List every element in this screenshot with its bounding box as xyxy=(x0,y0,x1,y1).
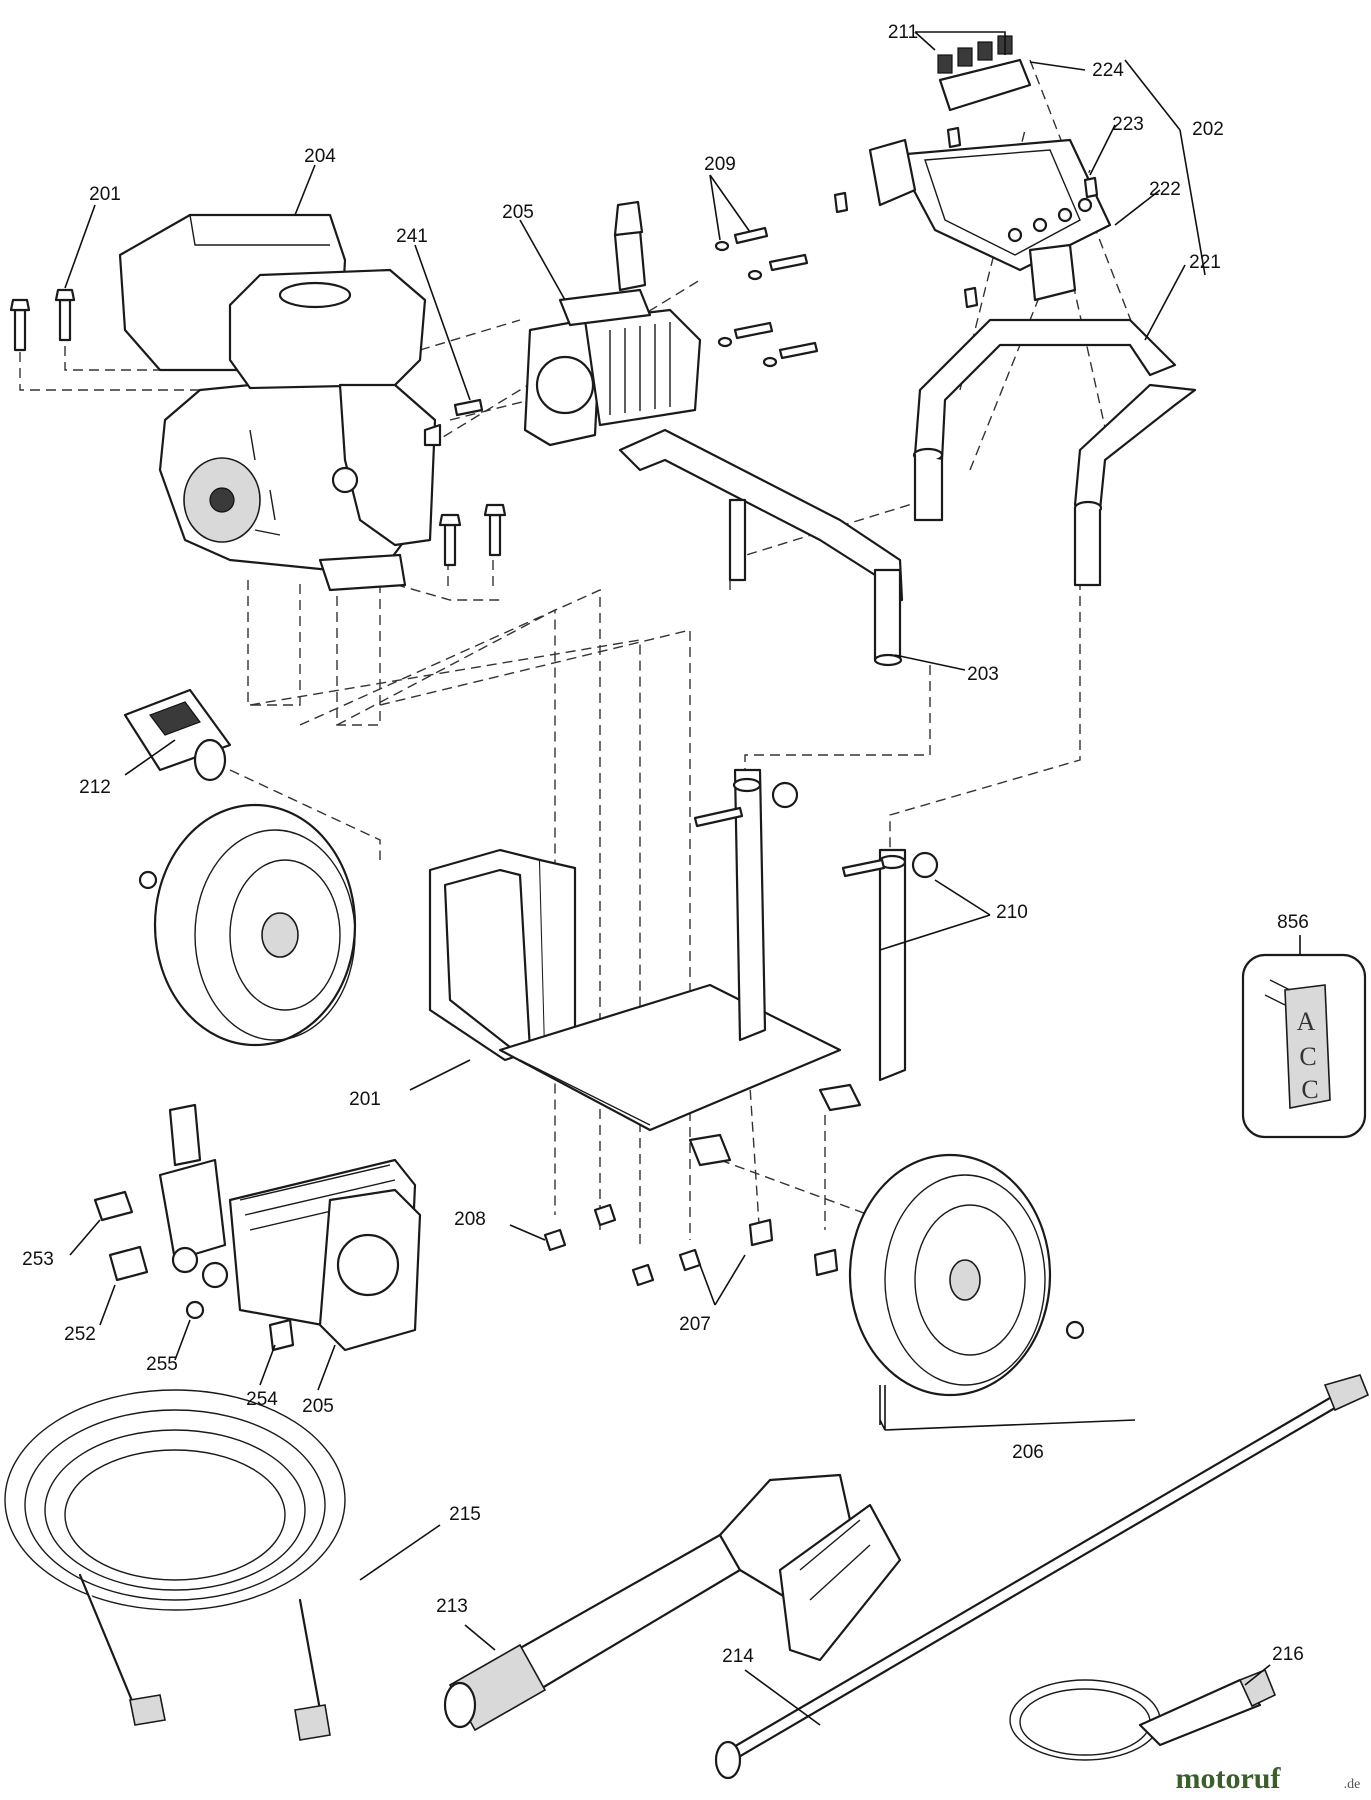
callout-253: 253 xyxy=(22,1249,54,1270)
callout-214: 214 xyxy=(722,1646,754,1667)
watermark-logo: motoruf .de xyxy=(1176,1762,1361,1795)
callout-207: 207 xyxy=(679,1314,711,1335)
callout-221: 221 xyxy=(1189,252,1221,273)
callout-204: 204 xyxy=(304,146,336,167)
panel-screws xyxy=(833,126,1099,309)
tag-letter-1: A xyxy=(1297,1007,1316,1036)
callout-252: 252 xyxy=(64,1324,96,1345)
callout-223: 223 xyxy=(1112,114,1144,135)
callout-215: 215 xyxy=(449,1504,481,1525)
wheel-right xyxy=(848,1153,1085,1397)
frame-bolts xyxy=(693,781,939,879)
callout-222: 222 xyxy=(1149,179,1181,200)
callout-216: 216 xyxy=(1272,1644,1304,1665)
tag-letter-3: C xyxy=(1301,1075,1318,1104)
callout-241: 241 xyxy=(396,226,428,247)
callout-202: 202 xyxy=(1192,119,1224,140)
engine-bolts xyxy=(9,288,507,567)
control-panel xyxy=(868,138,1112,302)
callout-206: 206 xyxy=(1012,1442,1044,1463)
siphon-hose xyxy=(1009,1668,1277,1761)
leader-lines xyxy=(64,31,1301,1726)
upper-frame xyxy=(618,428,904,667)
handle-frame xyxy=(912,318,1197,587)
shaft-key xyxy=(453,398,484,417)
callout-201-frame: 201 xyxy=(349,1089,381,1110)
pump-fittings xyxy=(93,1190,295,1352)
spray-wand xyxy=(714,1374,1370,1780)
callout-205-top: 205 xyxy=(502,202,534,223)
wheel-left xyxy=(138,803,357,1047)
pump-top xyxy=(523,200,702,447)
callout-201-engine-bolt: 201 xyxy=(89,184,121,205)
pump-bolts xyxy=(714,226,819,368)
nuts-and-feet xyxy=(543,1203,839,1287)
spray-gun xyxy=(443,1473,902,1732)
callout-212: 212 xyxy=(79,777,111,798)
accessory-tag-card: A C C xyxy=(1241,953,1367,1139)
callout-208: 208 xyxy=(454,1209,486,1230)
callout-211: 211 xyxy=(888,22,918,43)
callout-255: 255 xyxy=(146,1354,178,1375)
nozzle-holder xyxy=(937,35,1032,112)
frame-grip xyxy=(123,688,232,782)
callout-203: 203 xyxy=(967,664,999,685)
tag-letter-2: C xyxy=(1299,1042,1316,1071)
watermark-suffix: .de xyxy=(1344,1777,1361,1792)
pump-lower xyxy=(158,1103,422,1352)
callout-numbers: 201 204 241 205 209 211 224 223 202 222 … xyxy=(22,22,1309,1667)
callout-209: 209 xyxy=(704,154,736,175)
callout-210: 210 xyxy=(996,902,1028,923)
watermark-brand: motoruf xyxy=(1176,1762,1282,1795)
callout-213: 213 xyxy=(436,1596,468,1617)
engine xyxy=(118,213,442,592)
callout-205-lower: 205 xyxy=(302,1396,334,1417)
callout-254: 254 xyxy=(246,1389,278,1410)
callout-856: 856 xyxy=(1277,912,1309,933)
callout-224: 224 xyxy=(1092,60,1124,81)
hose-coil xyxy=(4,1389,346,1741)
main-frame xyxy=(428,768,907,1167)
